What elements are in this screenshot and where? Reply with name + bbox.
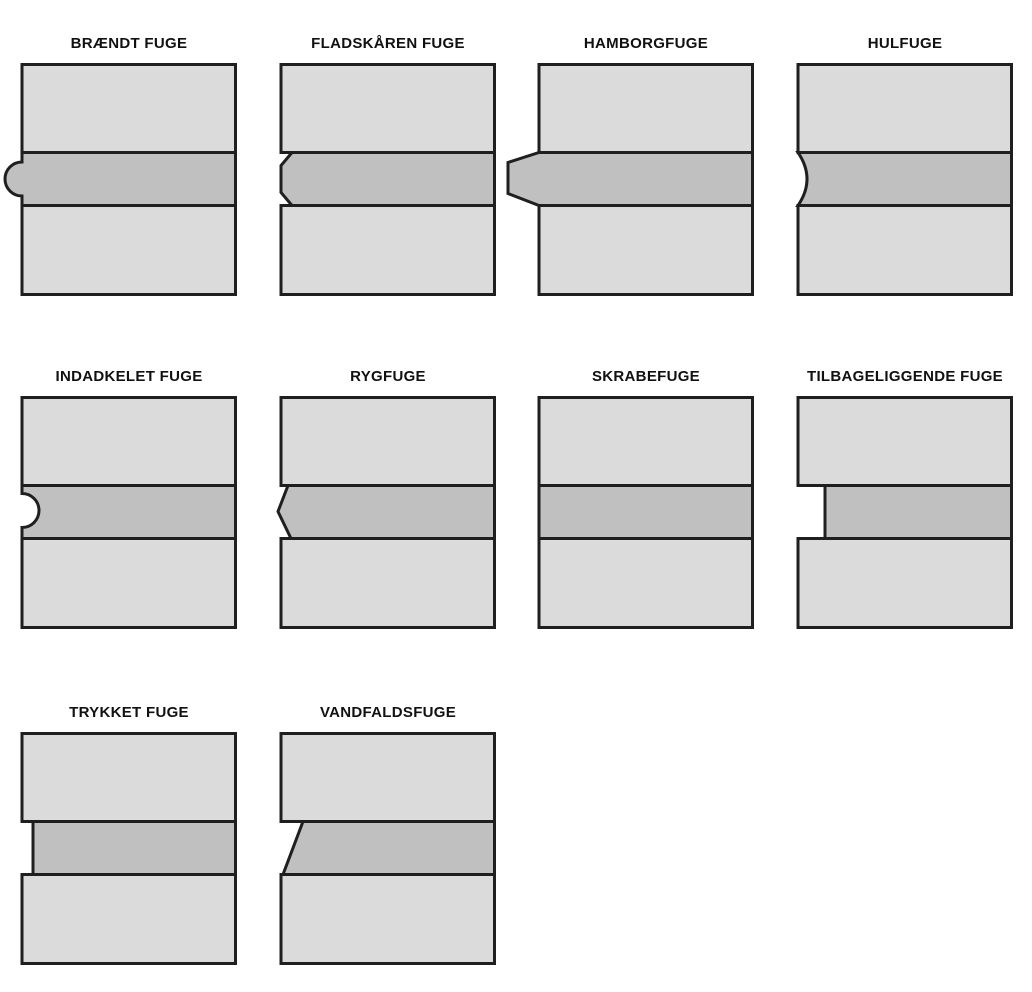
mortar-joint xyxy=(3,151,237,207)
joint-cross-section xyxy=(20,396,237,629)
joint-diagram-indadkelet-fuge: INDADKELET FUGE xyxy=(0,367,238,635)
mortar-joint xyxy=(276,484,496,540)
mortar-joint xyxy=(280,820,496,876)
top-brick xyxy=(20,63,237,154)
joint-diagram-rygfuge: RYGFUGE xyxy=(241,367,497,635)
joint-cross-section xyxy=(3,63,237,296)
bottom-brick xyxy=(796,537,1013,629)
top-brick xyxy=(537,63,754,154)
joint-diagram-tilbageliggende-fuge: TILBAGELIGGENDE FUGE xyxy=(758,367,1014,635)
joint-diagram-hamborgfuge: HAMBORGFUGE xyxy=(499,34,755,302)
joint-cross-section xyxy=(796,396,1013,629)
bottom-brick xyxy=(796,204,1013,296)
joint-cross-section xyxy=(276,396,496,629)
joint-cross-section xyxy=(506,63,754,296)
top-brick xyxy=(279,732,496,823)
diagram-title: BRÆNDT FUGE xyxy=(70,35,188,52)
mortar-joint xyxy=(31,820,237,876)
diagram-title: HAMBORGFUGE xyxy=(583,35,709,52)
joint-diagram-hulfuge: HULFUGE xyxy=(758,34,1014,302)
joint-cross-section xyxy=(537,396,754,629)
bottom-brick xyxy=(279,537,496,629)
mortar-joint xyxy=(506,151,754,207)
diagram-title: TRYKKET FUGE xyxy=(69,704,189,721)
joint-diagram-braendt-fuge: BRÆNDT FUGE xyxy=(0,34,238,302)
mortar-joint xyxy=(279,151,496,207)
top-brick xyxy=(279,396,496,487)
diagram-title: FLADSKÅREN FUGE xyxy=(311,35,465,52)
bottom-brick xyxy=(537,537,754,629)
bottom-brick xyxy=(20,204,237,296)
joint-diagram-fladskaaren-fuge: FLADSKÅREN FUGE xyxy=(241,34,497,302)
joint-cross-section xyxy=(20,732,237,965)
top-brick xyxy=(20,732,237,823)
mortar-joint xyxy=(537,484,754,540)
diagram-title: TILBAGELIGGENDE FUGE xyxy=(806,368,1003,385)
joint-diagram-vandfaldsfuge: VANDFALDSFUGE xyxy=(241,703,497,971)
diagram-title: VANDFALDSFUGE xyxy=(319,704,457,721)
joint-cross-section xyxy=(279,63,496,296)
top-brick xyxy=(796,396,1013,487)
diagram-title: SKRABEFUGE xyxy=(591,368,700,385)
diagram-title: INDADKELET FUGE xyxy=(55,368,203,385)
mortar-joint xyxy=(20,484,237,540)
mortar-joint xyxy=(795,151,1013,207)
bottom-brick xyxy=(279,873,496,965)
diagram-title: RYGFUGE xyxy=(350,368,426,385)
diagram-title: HULFUGE xyxy=(867,35,943,52)
top-brick xyxy=(796,63,1013,154)
joint-cross-section xyxy=(795,63,1013,296)
joint-diagram-trykket-fuge: TRYKKET FUGE xyxy=(0,703,238,971)
mortar-joint xyxy=(823,484,1013,540)
top-brick xyxy=(537,396,754,487)
bottom-brick xyxy=(20,873,237,965)
joint-diagram-skrabefuge: SKRABEFUGE xyxy=(499,367,755,635)
top-brick xyxy=(279,63,496,154)
joint-cross-section xyxy=(279,732,496,965)
top-brick xyxy=(20,396,237,487)
bottom-brick xyxy=(537,204,754,296)
bottom-brick xyxy=(279,204,496,296)
bottom-brick xyxy=(20,537,237,629)
